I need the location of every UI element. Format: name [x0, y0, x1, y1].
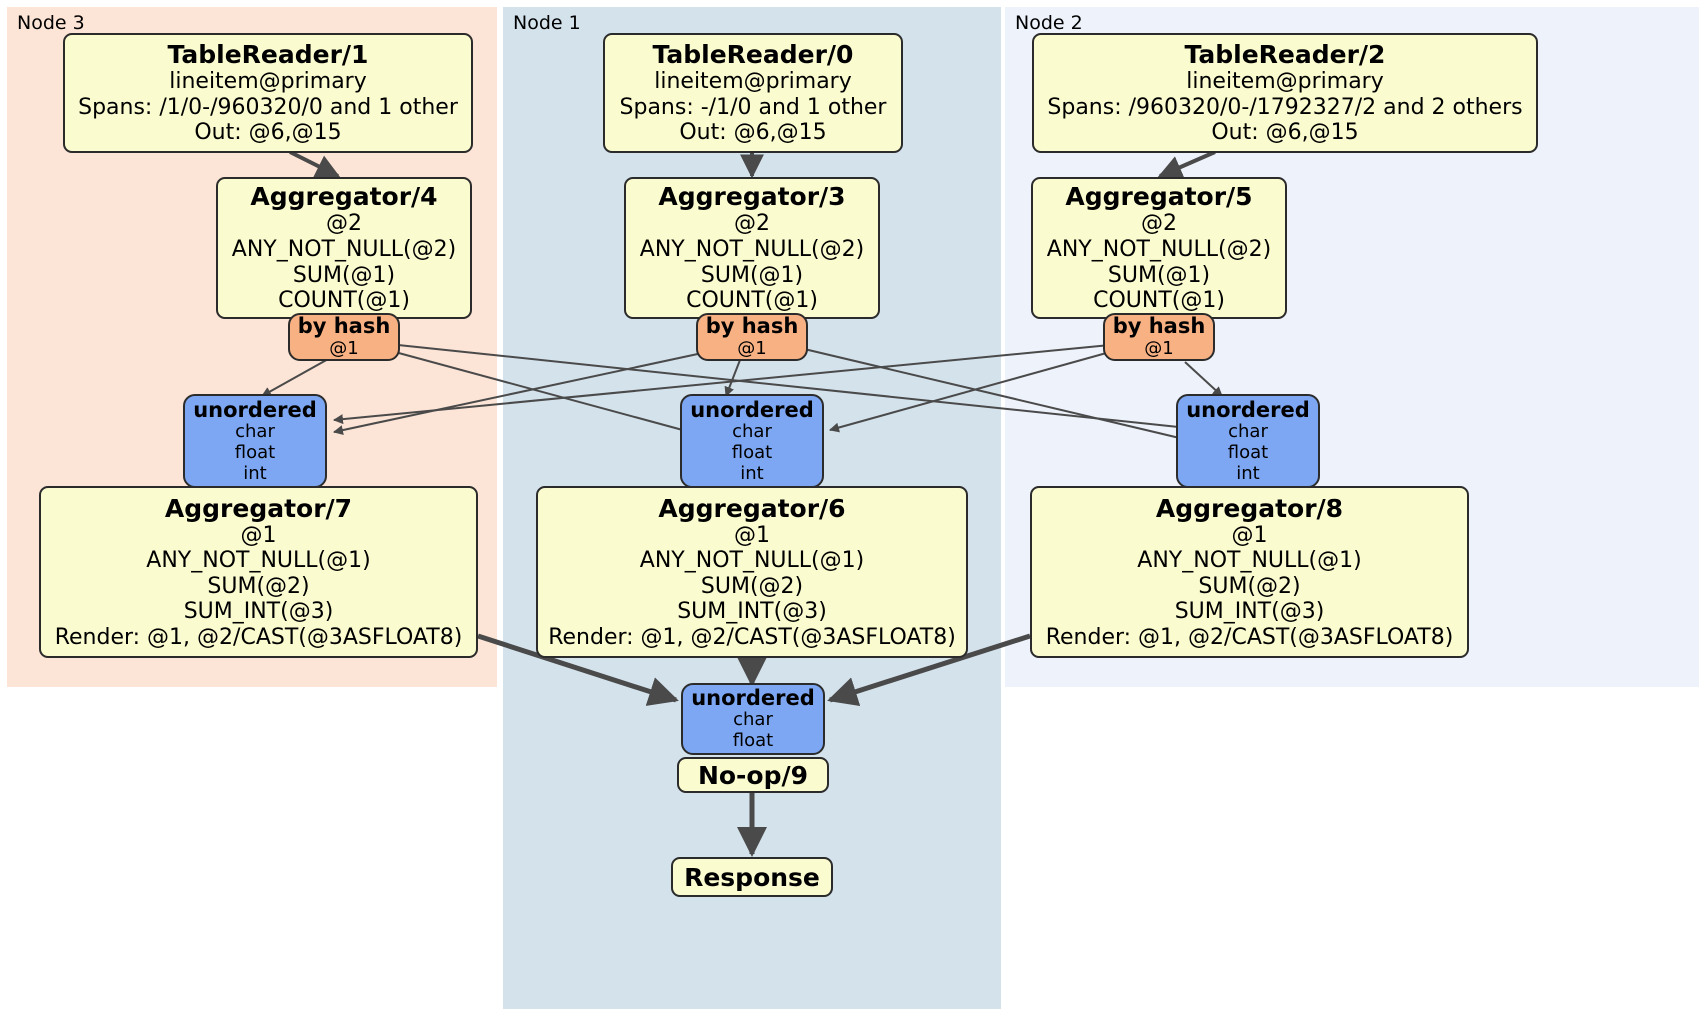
processor-line: SUM_INT(@3)	[1174, 599, 1325, 625]
processor-line: Spans: -/1/0 and 1 other	[619, 94, 887, 120]
router-by-hash-node2[interactable]: by hash @1	[1103, 313, 1215, 361]
processor-noop-9[interactable]: No-op/9	[677, 757, 829, 793]
receiver-line: int	[740, 462, 764, 484]
receiver-unordered-node3[interactable]: unordered char float int	[183, 394, 327, 488]
receiver-unordered-node1[interactable]: unordered char float int	[680, 394, 824, 488]
receiver-line: int	[243, 462, 267, 484]
processor-title: Aggregator/7	[164, 493, 353, 523]
processor-line: Out: @6,@15	[679, 120, 827, 146]
processor-line: Spans: /960320/0-/1792327/2 and 2 others	[1047, 94, 1523, 120]
receiver-line: float	[1227, 441, 1269, 463]
router-title: by hash	[1112, 314, 1206, 339]
router-line: @1	[329, 337, 359, 359]
receiver-unordered-node2[interactable]: unordered char float int	[1176, 394, 1320, 488]
processor-title: TableReader/2	[1184, 40, 1386, 70]
processor-aggregator-6[interactable]: Aggregator/6 @1 ANY_NOT_NULL(@1) SUM(@2)…	[536, 486, 968, 658]
processor-aggregator-7[interactable]: Aggregator/7 @1 ANY_NOT_NULL(@1) SUM(@2)…	[39, 486, 478, 658]
processor-line: lineitem@primary	[1186, 69, 1384, 95]
processor-line: Render: @1, @2/CAST(@3ASFLOAT8)	[54, 624, 463, 650]
processor-line: ANY_NOT_NULL(@2)	[231, 236, 457, 262]
receiver-line: int	[1236, 462, 1260, 484]
processor-line: SUM(@2)	[700, 573, 804, 599]
processor-table-reader-0[interactable]: TableReader/0 lineitem@primary Spans: -/…	[603, 33, 903, 153]
processor-line: Render: @1, @2/CAST(@3ASFLOAT8)	[548, 624, 956, 650]
processor-line: lineitem@primary	[169, 69, 367, 95]
router-by-hash-node3[interactable]: by hash @1	[288, 313, 400, 361]
processor-line: SUM(@1)	[700, 262, 804, 288]
router-title: by hash	[705, 314, 799, 339]
processor-table-reader-2[interactable]: TableReader/2 lineitem@primary Spans: /9…	[1032, 33, 1538, 153]
processor-line: @1	[240, 522, 277, 548]
node-panel-label-node3: Node 3	[17, 12, 85, 34]
router-line: @1	[737, 337, 767, 359]
node-panel-label-node1: Node 1	[513, 12, 581, 34]
processor-line: ANY_NOT_NULL(@2)	[639, 236, 865, 262]
processor-title: No-op/9	[697, 760, 809, 790]
receiver-line: char	[732, 420, 772, 442]
processor-title: TableReader/0	[652, 40, 854, 70]
processor-line: Spans: /1/0-/960320/0 and 1 other	[78, 94, 458, 120]
receiver-title: unordered	[1186, 397, 1310, 422]
processor-line: Out: @6,@15	[1211, 120, 1359, 146]
processor-line: SUM(@2)	[207, 573, 310, 599]
receiver-title: unordered	[193, 397, 317, 422]
processor-line: COUNT(@1)	[1093, 288, 1225, 314]
processor-title: Aggregator/5	[1065, 182, 1253, 212]
processor-line: lineitem@primary	[654, 69, 852, 95]
processor-title: Aggregator/8	[1155, 493, 1344, 523]
processor-line: Out: @6,@15	[194, 120, 342, 146]
processor-line: @1	[734, 522, 770, 548]
processor-line: Render: @1, @2/CAST(@3ASFLOAT8)	[1045, 624, 1454, 650]
processor-line: COUNT(@1)	[686, 288, 818, 314]
router-by-hash-node1[interactable]: by hash @1	[696, 313, 808, 361]
processor-line: @1	[1231, 522, 1268, 548]
processor-title: TableReader/1	[167, 40, 369, 70]
processor-line: @2	[326, 211, 362, 237]
receiver-title: unordered	[691, 685, 815, 710]
router-line: @1	[1144, 337, 1174, 359]
receiver-line: char	[733, 709, 773, 731]
processor-line: ANY_NOT_NULL(@1)	[146, 548, 371, 574]
processor-title: Response	[684, 862, 820, 892]
processor-aggregator-4[interactable]: Aggregator/4 @2 ANY_NOT_NULL(@2) SUM(@1)…	[216, 177, 472, 319]
processor-aggregator-5[interactable]: Aggregator/5 @2 ANY_NOT_NULL(@2) SUM(@1)…	[1031, 177, 1287, 319]
receiver-unordered-final[interactable]: unordered char float	[681, 683, 825, 755]
processor-line: SUM_INT(@3)	[677, 599, 827, 625]
processor-response[interactable]: Response	[671, 857, 833, 897]
router-title: by hash	[297, 314, 391, 339]
processor-title: Aggregator/4	[250, 182, 438, 212]
processor-table-reader-1[interactable]: TableReader/1 lineitem@primary Spans: /1…	[63, 33, 473, 153]
processor-aggregator-8[interactable]: Aggregator/8 @1 ANY_NOT_NULL(@1) SUM(@2)…	[1030, 486, 1469, 658]
receiver-line: float	[731, 441, 773, 463]
processor-title: Aggregator/6	[658, 493, 846, 523]
processor-title: Aggregator/3	[658, 182, 846, 212]
processor-line: SUM_INT(@3)	[183, 599, 334, 625]
processor-line: ANY_NOT_NULL(@1)	[1137, 548, 1362, 574]
processor-line: ANY_NOT_NULL(@1)	[639, 548, 865, 574]
processor-line: @2	[1141, 211, 1177, 237]
processor-line: ANY_NOT_NULL(@2)	[1046, 236, 1272, 262]
receiver-line: float	[234, 441, 276, 463]
processor-line: COUNT(@1)	[278, 288, 410, 314]
processor-line: SUM(@1)	[1107, 262, 1211, 288]
node-panel-label-node2: Node 2	[1015, 12, 1083, 34]
receiver-line: char	[235, 420, 275, 442]
receiver-line: char	[1228, 420, 1268, 442]
processor-line: SUM(@2)	[1198, 573, 1301, 599]
processor-line: SUM(@1)	[292, 262, 396, 288]
receiver-line: float	[732, 730, 774, 752]
processor-line: @2	[734, 211, 770, 237]
processor-aggregator-3[interactable]: Aggregator/3 @2 ANY_NOT_NULL(@2) SUM(@1)…	[624, 177, 880, 319]
receiver-title: unordered	[690, 397, 814, 422]
